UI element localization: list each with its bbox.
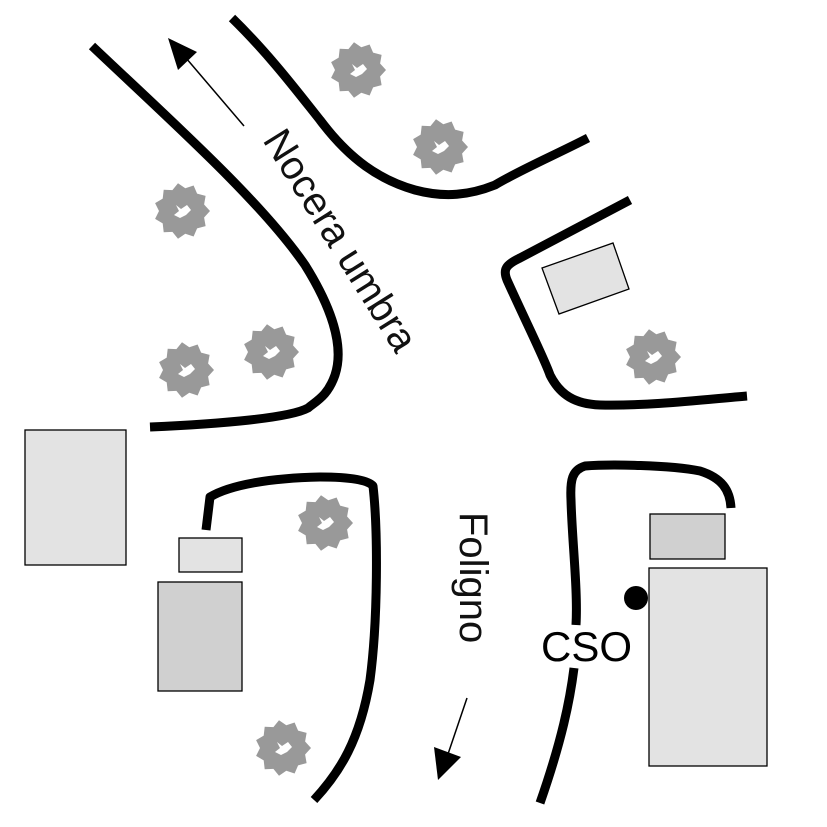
tree-icon bbox=[155, 183, 210, 239]
building bbox=[649, 513, 726, 560]
building bbox=[541, 242, 630, 315]
road-edge-northeast-upper bbox=[228, 14, 591, 200]
tree-icon bbox=[244, 324, 299, 380]
arrow-to-nocera-icon bbox=[168, 38, 245, 127]
tree-icon bbox=[331, 42, 386, 98]
road-edge-northwest bbox=[88, 42, 343, 432]
road-edge-southeast bbox=[566, 460, 736, 626]
road-edge-east bbox=[500, 196, 748, 410]
building bbox=[648, 567, 768, 767]
cso-marker-icon bbox=[624, 586, 648, 610]
road-edge-southeast-lower bbox=[535, 667, 579, 805]
building bbox=[178, 537, 243, 573]
cso-label: CSO bbox=[541, 623, 632, 670]
street-label-foligno: Foligno bbox=[451, 512, 495, 643]
building bbox=[157, 581, 243, 692]
tree-icon bbox=[413, 119, 468, 175]
tree-icon bbox=[298, 495, 353, 551]
tree-icon bbox=[159, 342, 214, 398]
tree-icon bbox=[256, 720, 311, 776]
tree-icon bbox=[626, 329, 681, 385]
road-edge-southwest bbox=[201, 472, 381, 804]
building bbox=[24, 429, 127, 566]
arrow-to-foligno-icon bbox=[434, 697, 468, 780]
